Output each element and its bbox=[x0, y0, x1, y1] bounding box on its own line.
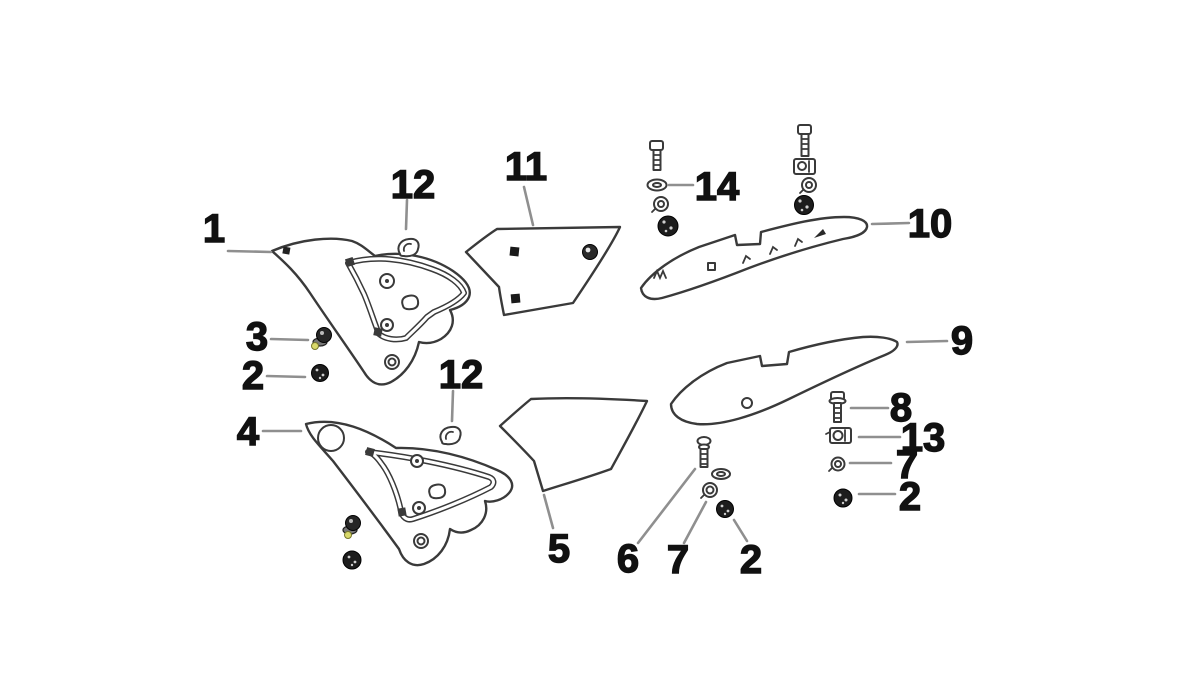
clip-mark bbox=[742, 254, 751, 264]
flange-bolt-icon bbox=[342, 515, 361, 539]
clip-icon bbox=[439, 425, 462, 446]
tube-coupler bbox=[397, 507, 407, 517]
washer-icon bbox=[646, 178, 668, 192]
lower-left-side-cover-icon bbox=[304, 420, 514, 567]
collar-icon bbox=[700, 482, 718, 499]
callout-2b: 2 bbox=[740, 538, 762, 582]
callout-12b: 12 bbox=[439, 353, 484, 397]
callout-12a: 12 bbox=[391, 163, 436, 207]
upper-middle-side-cover-icon bbox=[464, 225, 622, 317]
washer-icon bbox=[711, 468, 731, 480]
clip-tab bbox=[428, 483, 447, 500]
bolt-icon bbox=[828, 391, 847, 423]
callout-7a: 7 bbox=[667, 538, 689, 582]
clip-icon bbox=[397, 237, 420, 258]
collar-icon bbox=[828, 456, 846, 472]
large-hole bbox=[317, 424, 345, 452]
mount-hole bbox=[282, 246, 291, 255]
screw-icon bbox=[696, 436, 712, 468]
flange-nut-icon bbox=[716, 500, 734, 518]
tube-coupler bbox=[365, 447, 375, 457]
callout-2c: 2 bbox=[899, 475, 921, 519]
mount-hole bbox=[741, 397, 753, 409]
flange-nut-icon bbox=[833, 488, 853, 508]
clip-mark bbox=[814, 229, 826, 238]
bolt-icon bbox=[797, 124, 812, 157]
flange-nut-icon bbox=[794, 195, 814, 215]
collar-icon bbox=[651, 196, 669, 213]
callout-13: 13 bbox=[901, 416, 946, 460]
flange-nut-icon bbox=[342, 550, 362, 570]
callout-11: 11 bbox=[505, 145, 547, 189]
mount-hole bbox=[509, 246, 520, 257]
callout-8: 8 bbox=[890, 386, 912, 430]
bolt-tip-highlight bbox=[311, 342, 319, 350]
grommet-icon bbox=[582, 244, 598, 260]
lower-middle-side-cover-icon bbox=[498, 396, 649, 493]
clamp-icon bbox=[825, 427, 852, 444]
tube-coupler bbox=[373, 327, 383, 337]
callout-1: 1 bbox=[203, 207, 225, 251]
callout-14: 14 bbox=[695, 165, 740, 209]
clip-tab bbox=[401, 294, 420, 311]
tube-coupler bbox=[344, 256, 356, 268]
clamp-icon bbox=[793, 158, 816, 175]
callout-3: 3 bbox=[246, 315, 268, 359]
lower-trim-strip-icon bbox=[669, 335, 899, 426]
flange-nut-icon bbox=[657, 215, 679, 237]
callout-9: 9 bbox=[951, 319, 973, 363]
flange-bolt-icon bbox=[311, 327, 332, 350]
callout-2a: 2 bbox=[242, 354, 264, 398]
bolt-tip-highlight bbox=[344, 531, 352, 539]
callout-labels: 1 3 2 4 12 12 11 14 10 9 5 6 7 2 8 13 7 … bbox=[202, 144, 974, 582]
callout-7b: 7 bbox=[896, 443, 918, 487]
callout-6: 6 bbox=[617, 537, 639, 581]
bolt-icon bbox=[649, 140, 664, 171]
upper-left-side-cover-icon bbox=[270, 237, 471, 386]
flange-nut-icon bbox=[311, 364, 329, 382]
collar-icon bbox=[799, 177, 817, 194]
leader-lines bbox=[226, 183, 949, 545]
clip-mark bbox=[794, 237, 803, 247]
callout-4: 4 bbox=[237, 410, 260, 454]
clip-mark bbox=[653, 268, 667, 281]
clip-mark bbox=[769, 245, 778, 255]
upper-trim-strip-icon bbox=[639, 215, 869, 301]
callout-5: 5 bbox=[548, 527, 570, 571]
clip-mark bbox=[707, 262, 716, 271]
callout-10: 10 bbox=[908, 202, 953, 246]
mount-hole bbox=[510, 293, 521, 304]
